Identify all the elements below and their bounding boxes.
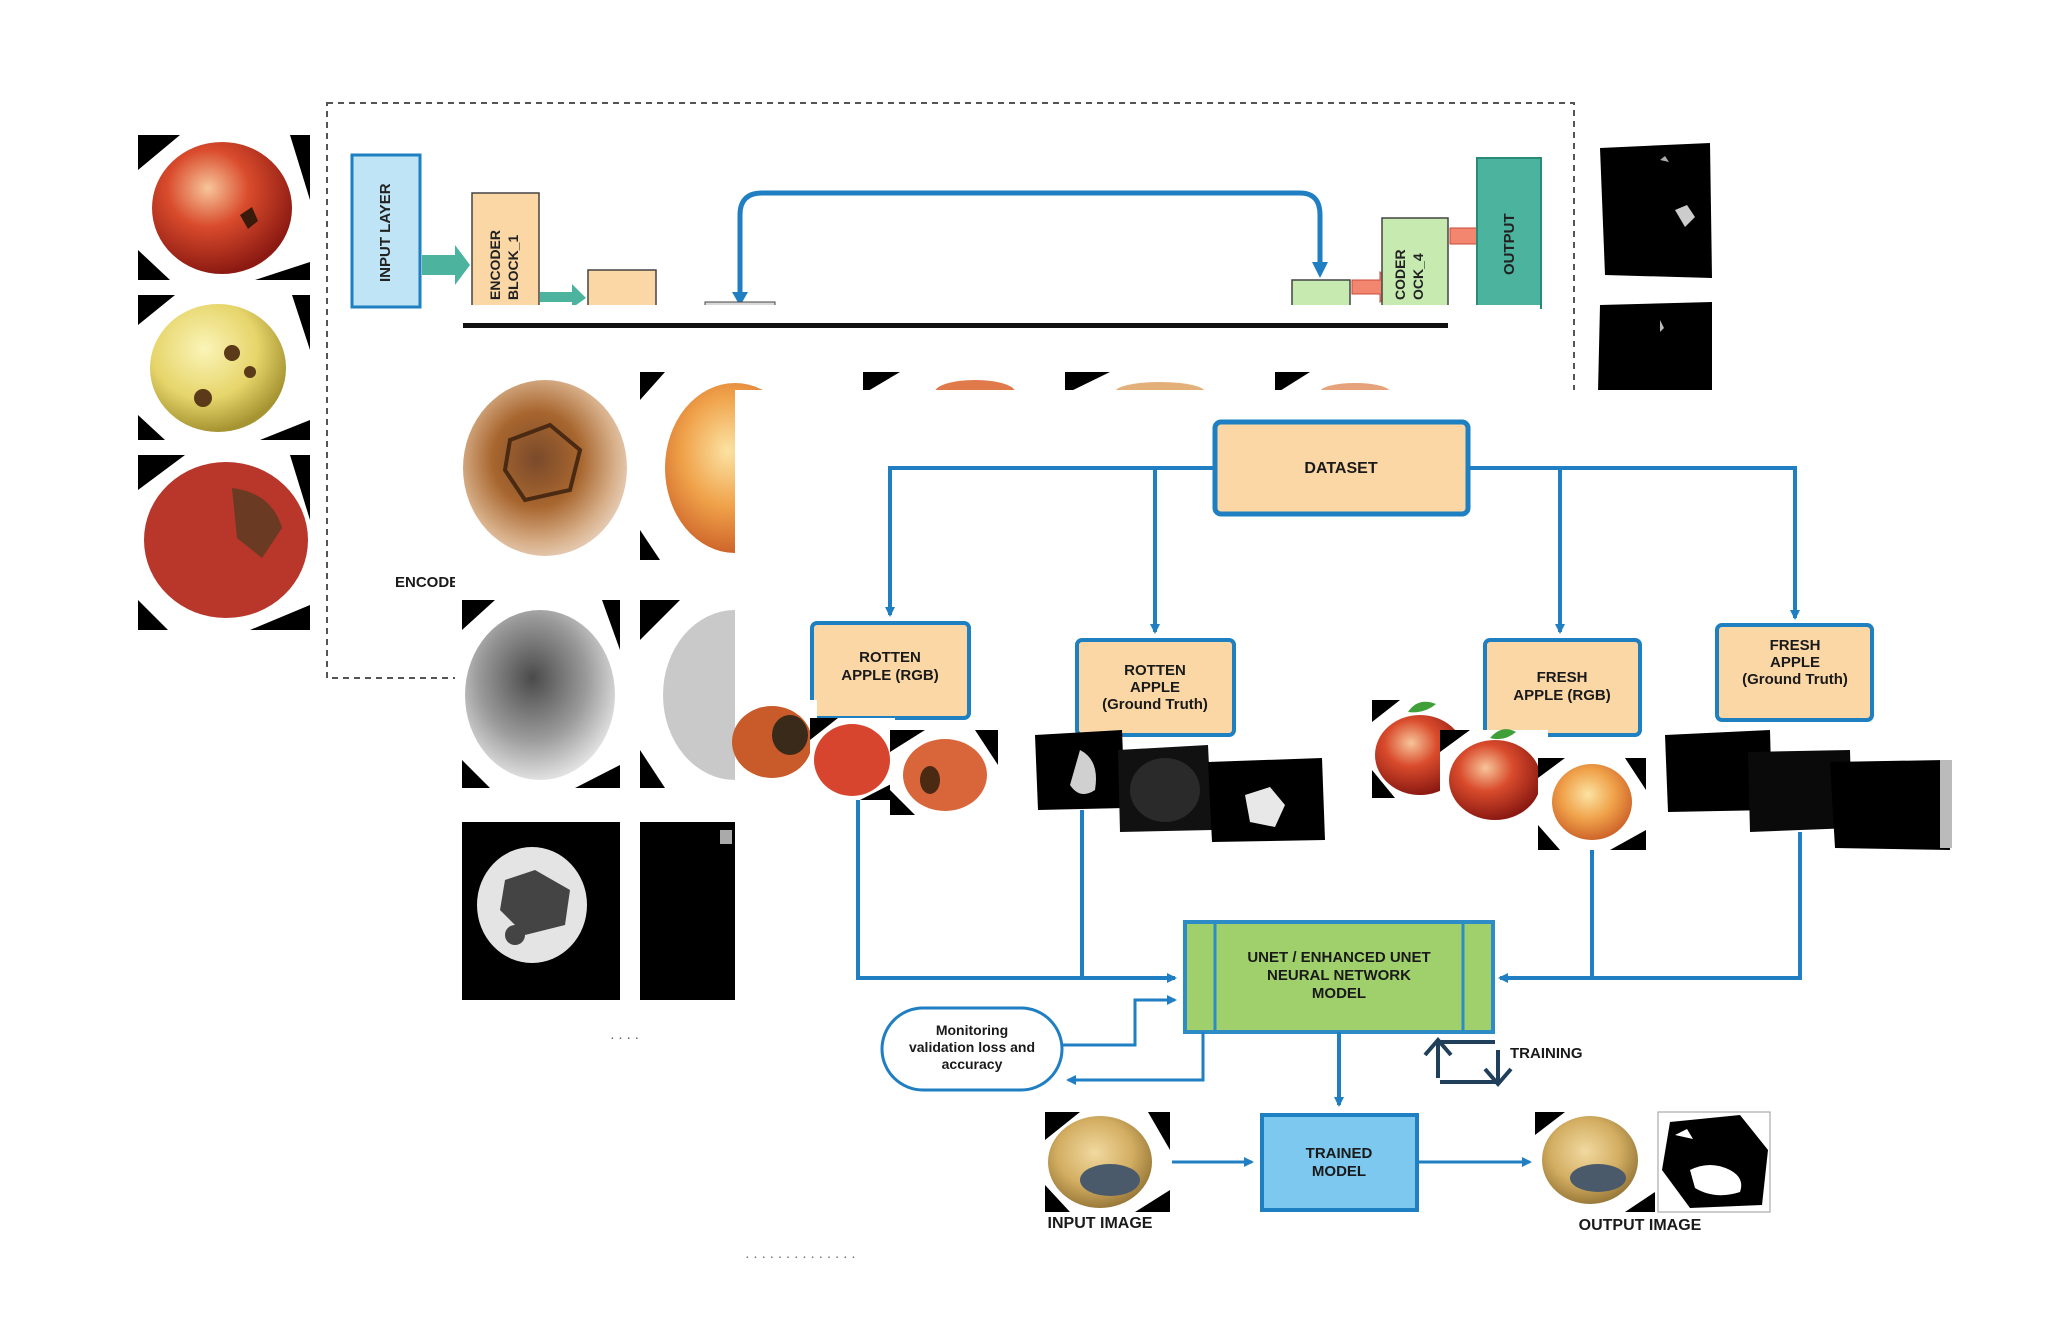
fresh-gt-thumbnails [1665, 730, 1952, 850]
rotten-apple-photo [463, 380, 627, 556]
training-label: TRAINING [1510, 1045, 1583, 1062]
input-image-label: INPUT IMAGE [1048, 1215, 1153, 1232]
fresh-apple-photo [1552, 764, 1632, 840]
output-label: OUTPUT [1501, 213, 1518, 275]
fresh-gt-line-3: (Ground Truth) [1742, 671, 1848, 688]
rotten-rgb-line-2: APPLE (RGB) [841, 667, 939, 684]
grid-top-rule [463, 323, 1448, 328]
dataset-connectors [885, 466, 1800, 634]
apple-photo [150, 304, 286, 432]
fresh-gt-line-2: APPLE [1770, 654, 1820, 671]
grid-caption-fragment: · · · · [610, 1032, 639, 1047]
model-box [1183, 920, 1495, 1034]
model-connectors [856, 800, 1802, 983]
decoder-block-4 [1381, 217, 1449, 309]
model-line-1: UNET / ENHANCED UNET [1247, 949, 1430, 966]
teal-arrow [422, 245, 470, 285]
left-apple-column [138, 135, 310, 630]
rotten-gt-line-2: APPLE [1130, 679, 1180, 696]
fresh-rgb-line-2: APPLE (RGB) [1513, 687, 1611, 704]
apple-photo [144, 462, 308, 618]
dataset-label: DATASET [1304, 460, 1377, 477]
mask-image [1600, 143, 1712, 278]
monitoring-connectors [1062, 995, 1205, 1085]
model-line-3: MODEL [1312, 985, 1366, 1002]
encoder-section-label: ENCODE [395, 574, 459, 591]
rotten-rgb-thumbnails [732, 700, 998, 815]
encoder-block-2 [587, 269, 657, 309]
fresh-rgb-thumbnails [1372, 700, 1646, 850]
trained-model-line-1: TRAINED [1306, 1145, 1373, 1162]
rotten-gt-line-1: ROTTEN [1124, 662, 1186, 679]
apple-photo [152, 142, 292, 274]
rotten-apple-photo [903, 739, 987, 811]
dataset-box [1212, 419, 1471, 517]
output-image-label: OUTPUT IMAGE [1579, 1217, 1702, 1234]
rotten-rgb-line-1: ROTTEN [859, 649, 921, 666]
fresh-rgb-line-1: FRESH [1537, 669, 1588, 686]
monitoring-line-3: accuracy [942, 1056, 1003, 1072]
mask-image [1598, 302, 1712, 392]
bottom-caption-fragment: · · · · · · · · · · · · · · [745, 1251, 856, 1266]
grayscale-apple-photo [465, 610, 615, 780]
decoder-block-label-1: CODER [1392, 249, 1408, 300]
monitoring-line-1: Monitoring [936, 1022, 1008, 1038]
decoder-block-3 [1291, 279, 1351, 309]
model-line-2: NEURAL NETWORK [1267, 967, 1411, 984]
monitoring-line-2: validation loss and [909, 1039, 1035, 1055]
rotten-gt-thumbnails [1035, 730, 1325, 842]
fresh-gt-box [1715, 623, 1874, 722]
mask-image [1830, 760, 1950, 850]
workflow-diagram: DATASET ROTTEN APPLE (RGB) ROTTEN APPLE … [732, 390, 2057, 1285]
rotten-gt-line-3: (Ground Truth) [1102, 696, 1208, 713]
input-layer-block [350, 153, 422, 309]
trained-model-box [1260, 1113, 1419, 1212]
mask-image [1748, 750, 1852, 832]
mask-image [640, 822, 735, 1000]
fresh-apple-photo [1449, 740, 1541, 820]
monitoring-box [880, 1006, 1064, 1092]
input-layer-label: INPUT LAYER [377, 183, 394, 282]
teal-arrow [540, 284, 586, 308]
right-mask-column [1593, 140, 1715, 392]
trained-model-line-2: MODEL [1312, 1163, 1366, 1180]
rotten-gt-box [1075, 638, 1236, 737]
encoder-block-label-1: ENCODER [487, 230, 503, 300]
output-block [1476, 157, 1542, 309]
training-loop-icon [1423, 1036, 1513, 1088]
output-mask-image [1662, 1115, 1768, 1208]
decoder-block-label-2: OCK_4 [1410, 253, 1426, 300]
fresh-rgb-box [1483, 638, 1642, 737]
skip-connection [737, 190, 1323, 300]
fresh-gt-line-1: FRESH [1770, 637, 1821, 654]
rotten-apple-photo [814, 724, 890, 796]
mask-image [1665, 730, 1772, 812]
encoder-block-label-2: BLOCK_1 [505, 234, 521, 300]
